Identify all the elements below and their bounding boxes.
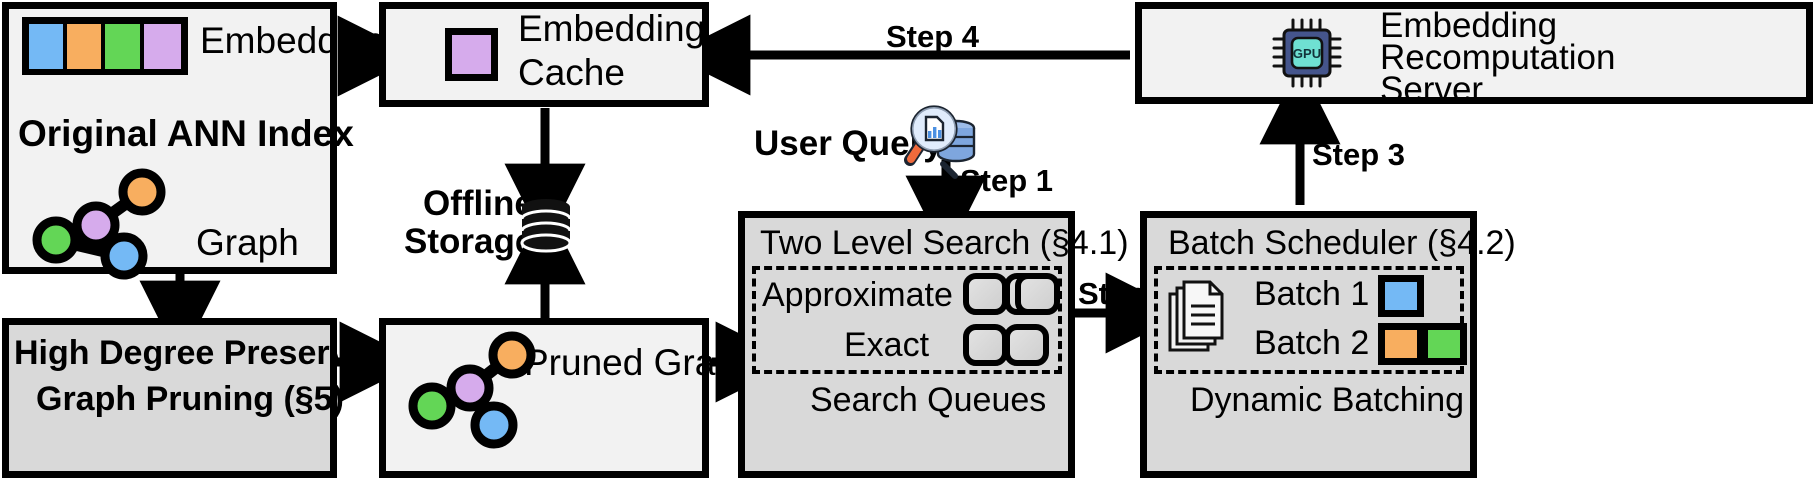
batch-scheduler-title: Batch Scheduler (§4.2) (1168, 224, 1516, 262)
recomputation-server-line3: Server (1380, 70, 1484, 109)
documents-stack-icon (1168, 280, 1224, 352)
pruned-graph-label: Pruned Graph (524, 342, 757, 383)
embedding-swatch-row (22, 17, 188, 75)
query-search-database-icon (904, 105, 976, 179)
two-level-search-title: Two Level Search (§4.1) (760, 224, 1129, 262)
database-icon (520, 199, 572, 253)
embedding-cache-swatch (445, 28, 498, 81)
pruned-graph-icon (408, 331, 536, 449)
embedding-label: Embedding (200, 20, 388, 61)
offline-storage-label-line1: Offline (423, 184, 534, 223)
search-row-exact-label: Exact (844, 326, 930, 364)
step3-label: Step 3 (1312, 137, 1406, 172)
embedding-swatch-orange (67, 24, 106, 69)
original-ann-index-title: Original ANN Index (18, 113, 354, 154)
embedding-swatch-green (105, 24, 144, 69)
gpu-icon-text: GPU (1293, 46, 1321, 61)
embedding-swatch-purple (143, 24, 182, 69)
graph-label: Graph (196, 222, 299, 263)
search-queue-tile-exact-1[interactable] (963, 324, 1008, 366)
embedding-cache-box (379, 2, 709, 107)
recomputation-server-line1: Embedding (1380, 6, 1558, 45)
batch-2-swatch-green (1421, 323, 1467, 365)
embedding-swatch-blue (29, 24, 68, 69)
search-row-approximate-label: Approximate (762, 276, 953, 314)
step4-label: Step 4 (886, 19, 980, 54)
step1-label: Step 1 (960, 163, 1054, 198)
search-queue-tile-exact-2[interactable] (1004, 324, 1049, 366)
dynamic-batching-dashed-region (1154, 266, 1464, 374)
gpu-chip-icon: GPU (1272, 18, 1342, 88)
pruning-label-line1: High Degree Preserving (14, 334, 400, 372)
embedding-cache-title-line2: Cache (518, 52, 625, 93)
batch-2-swatch-orange (1378, 323, 1424, 365)
search-queues-caption: Search Queues (810, 381, 1047, 419)
batch-2-label: Batch 2 (1254, 324, 1370, 362)
pruning-label-line2: Graph Pruning (§5) (36, 380, 344, 418)
original-graph-icon (32, 168, 166, 280)
embedding-cache-title-line1: Embedding (518, 8, 706, 49)
search-queues-dashed-region (752, 266, 1062, 374)
offline-storage-label-line2: Storage (404, 222, 535, 261)
batch-1-swatch-blue (1378, 275, 1424, 317)
dynamic-batching-caption: Dynamic Batching (1190, 381, 1465, 419)
search-queue-tile-approx-3[interactable] (1015, 273, 1060, 315)
batch-1-label: Batch 1 (1254, 275, 1370, 313)
high-degree-preserving-graph-pruning-box (2, 318, 337, 478)
recomputation-server-line2: Recomputation (1380, 38, 1616, 77)
embedding-recomputation-server-box (1135, 2, 1813, 104)
search-queue-tile-approx-1[interactable] (963, 273, 1008, 315)
